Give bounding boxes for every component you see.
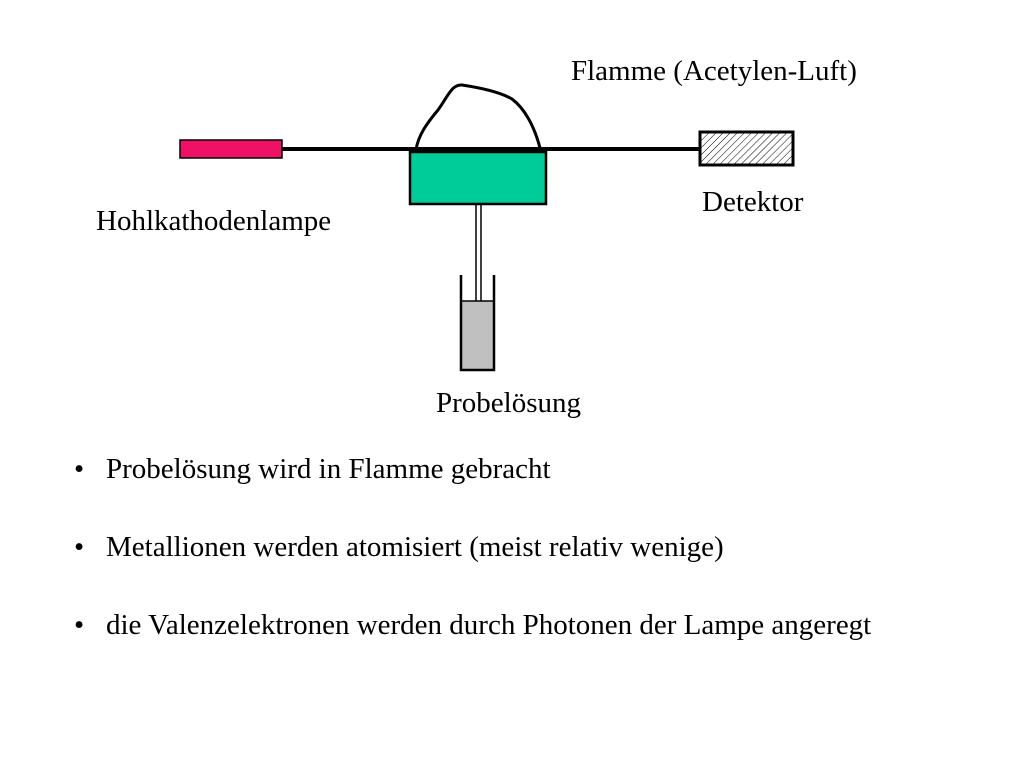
sample-vessel [459,275,496,372]
bullet-text: die Valenzelektronen werden durch Photon… [106,609,872,641]
aas-diagram [179,83,795,372]
detector [698,130,795,167]
bullet-text: Metallionen werden atomisiert (meist rel… [106,531,724,563]
bullet-text: Probelösung wird in Flamme gebracht [106,453,551,485]
bullet-item: • Metallionen werden atomisiert (meist r… [74,530,974,564]
bullet-dot: • [74,453,85,485]
bullet-item: • die Valenzelektronen werden durch Phot… [74,608,974,642]
burner [408,150,548,206]
flame-label: Flamme (Acetylen-Luft) [571,55,857,87]
bullet-list: • Probelösung wird in Flamme gebracht • … [74,452,974,686]
lamp-label: Hohlkathodenlampe [96,205,332,237]
detector-label: Detektor [702,186,804,218]
bullet-dot: • [74,609,85,641]
bullet-item: • Probelösung wird in Flamme gebracht [74,452,974,486]
flame [414,83,542,151]
hollow-cathode-lamp [179,139,283,159]
sample-liquid [461,301,494,370]
sample-label: Probelösung [436,387,581,419]
bullet-dot: • [74,531,85,563]
